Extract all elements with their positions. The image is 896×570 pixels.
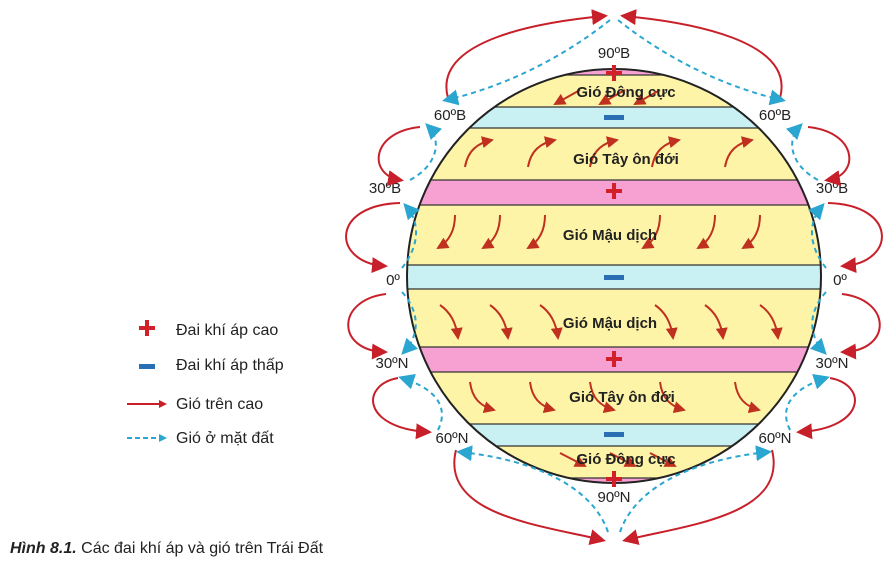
band-label-polar-south: Gió Đông cực [576, 451, 675, 468]
surface-wind-arrows [436, 89, 783, 467]
pressure-symbols [604, 65, 624, 487]
lat-60n-right: 60ºB [759, 107, 791, 124]
lat-30s-right: 30ºN [816, 355, 849, 372]
trade-wind-band-s [407, 289, 821, 347]
legend-label: Đai khí áp cao [176, 321, 279, 339]
legend-item-high-pressure: Đai khí áp cao [118, 320, 278, 341]
minus-icon [604, 275, 624, 280]
caption-text: Các đai khí áp và gió trên Trái Đất [76, 540, 324, 557]
legend-label: Đai khí áp thấp [176, 357, 284, 374]
legend-item-upper-wind: Gió trên cao [118, 396, 263, 414]
band-label-polar-north: Gió Đông cực [576, 84, 675, 101]
lat-60s-right: 60ºN [759, 430, 792, 447]
band-label-trade-north: Gió Mậu dịch [563, 227, 657, 244]
lat-eq-right: 0º [833, 272, 847, 289]
circulation-cells-left [345, 9, 611, 545]
globe-bands [407, 69, 821, 483]
minus-icon [604, 432, 624, 437]
minus-icon [604, 115, 624, 120]
lat-60n-left: 60ºB [434, 107, 466, 124]
legend-item-surface-wind: Gió ở mặt đất [118, 430, 274, 448]
trade-wind-band-n [407, 205, 821, 265]
legend-label: Gió ở mặt đất [176, 430, 274, 447]
figure-caption: Hình 8.1. Các đai khí áp và gió trên Trá… [10, 540, 323, 558]
lat-eq-left: 0º [386, 272, 400, 289]
band-label-trade-south: Gió Mậu dịch [563, 315, 657, 332]
legend-label: Gió trên cao [176, 396, 264, 413]
band-label-westerly-south: Gió Tây ôn đới [569, 389, 675, 406]
lat-90n: 90ºB [598, 45, 630, 62]
surface-wind-arrows [398, 19, 611, 533]
red-arrow-icon [118, 396, 176, 414]
lat-30n-left: 30ºB [369, 180, 401, 197]
lat-30s-left: 30ºN [376, 355, 409, 372]
figure-number: Hình 8.1. [10, 540, 77, 557]
lat-60s-left: 60ºN [436, 430, 469, 447]
lat-90s: 90ºN [598, 489, 631, 506]
plus-icon [118, 320, 176, 341]
band-label-westerly-north: Gió Tây ôn đới [573, 151, 679, 168]
minus-icon [118, 357, 176, 375]
upper-wind-arrows [345, 9, 608, 545]
legend-item-low-pressure: Đai khí áp thấp [118, 357, 284, 375]
dashed-arrow-icon [118, 430, 176, 448]
lat-30n-right: 30ºB [816, 180, 848, 197]
